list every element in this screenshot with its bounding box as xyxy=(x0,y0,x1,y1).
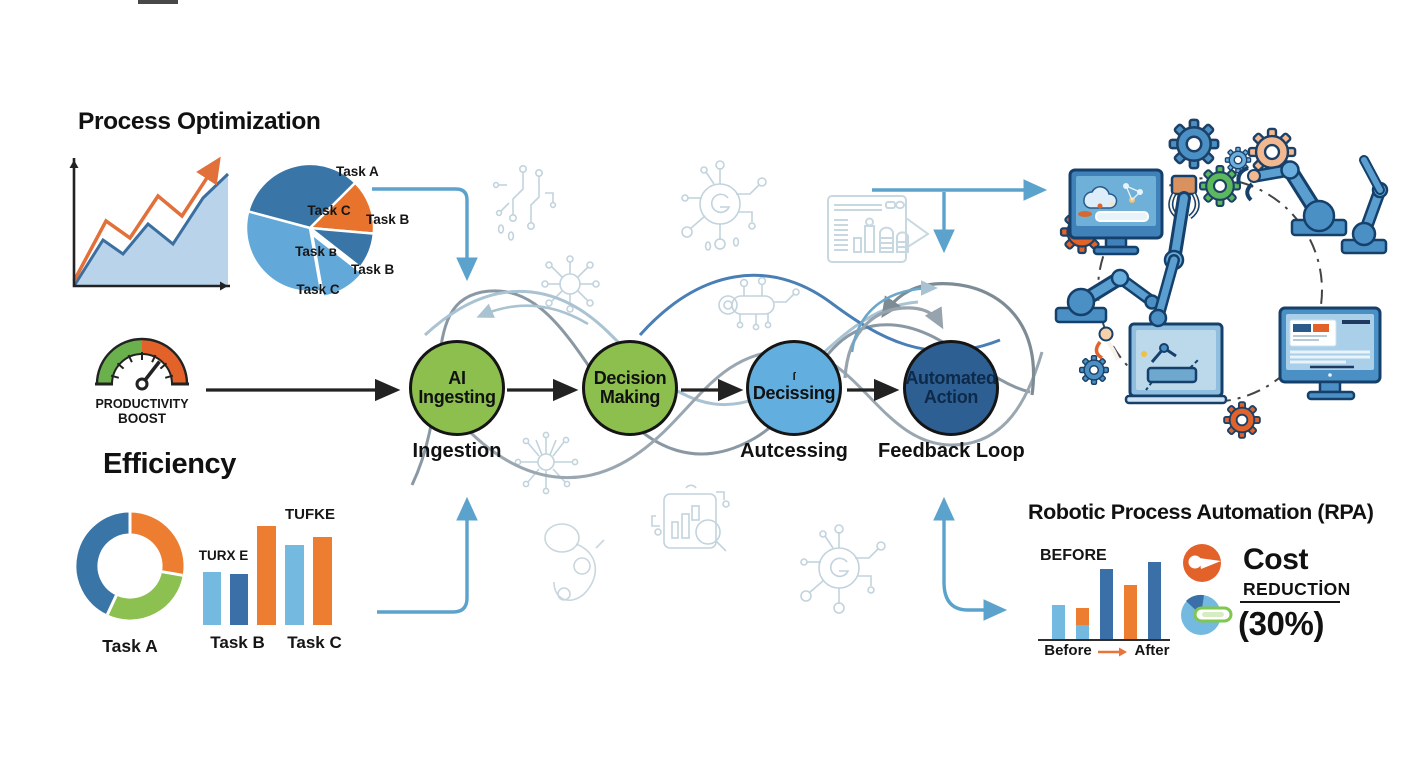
pie-badge-icon xyxy=(1181,594,1233,635)
node-sub-autcessing: Autcessing xyxy=(740,440,848,462)
growth-area xyxy=(74,174,228,286)
pie-label-task-b-right: Task B xyxy=(366,212,410,227)
doodle-robot-animal xyxy=(544,523,605,602)
bar-xlabel-task-c: Task C xyxy=(287,633,342,652)
growth-chart xyxy=(69,156,230,291)
rpa-before-caption: BEFORE xyxy=(1040,547,1107,564)
pie-slice-dark-top xyxy=(246,162,357,230)
gear-blue-lower-left xyxy=(1078,354,1110,386)
node-decissing: ſ Decissing xyxy=(746,340,842,436)
node-decision-making: Decision Making xyxy=(582,340,678,436)
bar xyxy=(1148,562,1161,639)
robot-arm-center-gripper xyxy=(1148,174,1200,328)
pie-label-task-b-lower: Task B xyxy=(351,262,395,277)
feedback-arrows xyxy=(476,280,1035,396)
laptop-workbench xyxy=(1124,322,1228,405)
doodle-chip-circuit-2 xyxy=(800,524,886,614)
reduction-label: REDUCTİON xyxy=(1243,579,1351,599)
monitor-webpage xyxy=(1278,306,1382,401)
bar xyxy=(203,572,221,625)
trend-line xyxy=(72,156,221,282)
small-figure xyxy=(1094,326,1120,361)
gear-green xyxy=(1199,165,1241,207)
robot-arm-top-right xyxy=(1236,160,1348,237)
bar xyxy=(1052,605,1065,639)
bar xyxy=(257,526,276,625)
node-sub-feedback-loop: Feedback Loop xyxy=(878,440,1025,462)
feedback-arrow-blue xyxy=(850,280,938,353)
bar-xlabel-task-b: Task B xyxy=(210,633,265,652)
connector-bars-to-ingestion xyxy=(377,496,478,614)
doodle-chart-magnifier xyxy=(651,484,730,552)
pie-label-task-a: Task A xyxy=(336,164,379,179)
node-text: Action xyxy=(923,387,979,407)
doodle-chip-circuit-1 xyxy=(681,160,767,251)
node-text: Decision xyxy=(593,367,667,388)
node-text: Making xyxy=(599,387,661,407)
gauge-label-line1: PRODUCTIVITY xyxy=(95,397,189,411)
rpa-legend-arrow xyxy=(1098,647,1127,657)
node-sub-ingestion: Ingestion xyxy=(412,440,502,462)
rpa-chart-baseline xyxy=(1038,639,1170,641)
bar xyxy=(230,574,248,625)
doodle-circuit-bot xyxy=(718,276,800,331)
bar xyxy=(285,545,304,625)
rpa-title: Robotic Process Automation (RPA) xyxy=(1028,500,1374,524)
bar xyxy=(1076,608,1089,639)
node-text: AI xyxy=(448,367,466,388)
pie-slice-dark-small xyxy=(308,226,376,269)
axes xyxy=(72,158,230,288)
orange-badge-icon xyxy=(1183,544,1221,582)
gear-blue-large xyxy=(1168,118,1220,170)
process-optimization-title: Process Optimization xyxy=(78,108,321,135)
donut-label-task-a: Task A xyxy=(102,636,158,656)
growth-line xyxy=(72,172,230,287)
productivity-gauge: PRODUCTIVITY BOOST xyxy=(95,337,189,426)
cost-label: Cost xyxy=(1243,543,1309,576)
feedback-arrow-left xyxy=(881,282,1035,396)
gear-orange-bottom xyxy=(1223,401,1261,439)
doodle-circuit-1 xyxy=(492,164,557,241)
node-glyph: ſ xyxy=(792,371,796,384)
efficiency-donut: Task A xyxy=(76,512,184,656)
gauge-label-line2: BOOST xyxy=(118,411,167,426)
bar xyxy=(313,537,332,625)
pie-label-task-c-slice: Task C xyxy=(307,203,351,218)
node-text: Ingesting xyxy=(418,387,496,407)
rpa-illustration xyxy=(1054,118,1389,439)
pie-slice-light-exploded xyxy=(310,232,364,299)
doodle-starburst xyxy=(514,431,579,495)
node-ai-ingesting: AI Ingesting xyxy=(409,340,505,436)
pie-label-task-b-inner: Task ʙ xyxy=(295,244,337,259)
pie-label-task-c-bottom: Task C xyxy=(296,282,340,297)
bar xyxy=(1100,569,1113,639)
robot-arm-left xyxy=(1054,268,1160,324)
rpa-legend-after: After xyxy=(1134,642,1170,659)
task-pie-chart: Task A Task C Task B Task ʙ Task B Task … xyxy=(244,162,410,299)
bar-caption-turxe: TURX E xyxy=(198,548,249,563)
efficiency-title: Efficiency xyxy=(103,448,236,480)
top-edge-artifact xyxy=(138,0,178,4)
connector-feedback-to-chart xyxy=(933,496,1008,621)
bar xyxy=(1124,585,1137,639)
node-automated-action: Automated Action xyxy=(903,340,999,436)
node-text: Decissing xyxy=(752,383,836,404)
connectors xyxy=(372,179,1048,621)
doodle-dashboard-card xyxy=(827,195,930,263)
efficiency-bars xyxy=(203,520,332,625)
cost-value: (30%) xyxy=(1238,605,1325,642)
rpa-legend-before: Before xyxy=(1044,642,1092,659)
rpa-bars xyxy=(1052,560,1161,639)
node-text: Automated xyxy=(905,367,997,388)
bar-caption-tufke: TUFKE xyxy=(285,506,335,523)
robot-arm-right-mid xyxy=(1340,155,1389,255)
wave-arrow-left xyxy=(476,303,589,326)
pie-slice-light-big xyxy=(244,210,323,294)
cost-reduction-icons xyxy=(1181,544,1233,635)
reduction-underline xyxy=(1240,601,1340,603)
connector-pie-to-ingestion xyxy=(372,187,478,282)
monitor-cloud xyxy=(1068,168,1164,256)
